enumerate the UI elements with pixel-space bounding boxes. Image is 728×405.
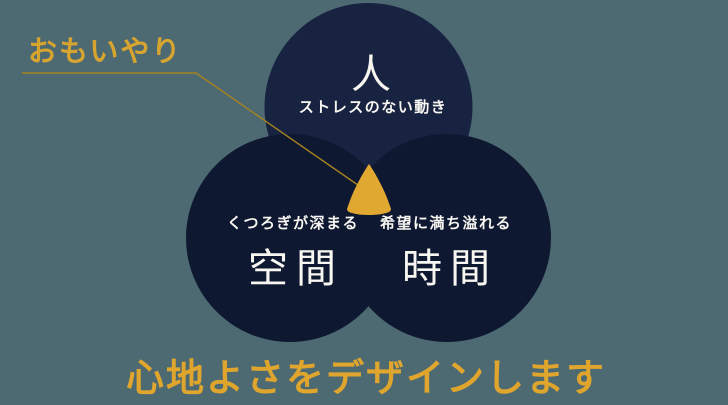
left-circle-title: 空間 [248, 246, 344, 291]
center-triangle-shape [347, 164, 391, 215]
right-circle-title: 時間 [402, 246, 498, 291]
bottom-left-circle-shape [186, 134, 394, 342]
top-circle-subtitle: ストレスのない動き [298, 100, 448, 116]
callout-leader-line [22, 72, 369, 193]
bottom-right-circle-shape [343, 134, 551, 342]
left-circle-subtitle: くつろぎが深まる [226, 216, 360, 232]
right-circle-subtitle: 希望に満ち溢れる [379, 216, 513, 232]
callout-label: おもいやり [28, 36, 183, 68]
top-circle-title: 人 [351, 52, 391, 97]
tagline: 心地よさをデザインします [125, 358, 607, 400]
